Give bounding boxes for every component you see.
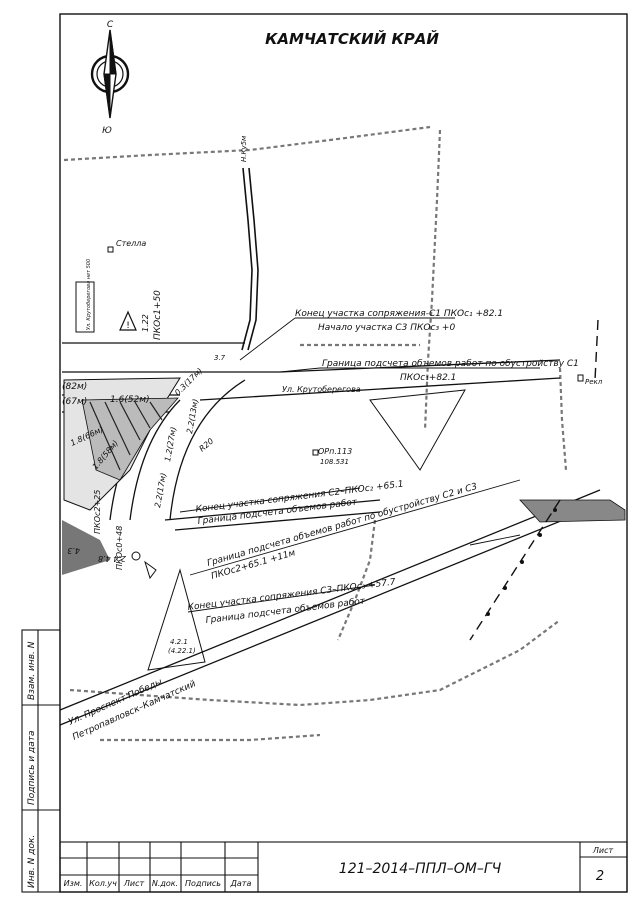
label-pk50: ПКОс1+50	[153, 290, 163, 340]
stela-marker-icon	[107, 246, 114, 253]
svg-text:!: !	[126, 321, 130, 331]
crosswalk-hatch	[62, 377, 626, 575]
tb-code: 121–2014–ППЛ–ОМ–ГЧ	[339, 861, 502, 877]
tb-col-ndok: N.док.	[152, 879, 178, 888]
label-start-c3: Начало участка С3 ПКОс₃ +0	[318, 323, 455, 333]
label-d27: 1.2(27м)	[163, 426, 178, 462]
label-r20: R20	[198, 437, 216, 454]
km-label: Н.Ку5м	[240, 135, 248, 162]
region-title: КАМЧАТСКИЙ КРАЙ	[265, 29, 439, 48]
utility-dots	[486, 508, 557, 616]
label-3-7: 3.7	[214, 354, 226, 362]
utility-line	[469, 319, 599, 641]
tb-sheet-no: 2	[596, 869, 604, 884]
label-pk048: ПКОс0+48	[115, 526, 124, 570]
tb-sheet-label: Лист	[592, 846, 614, 855]
side-inv-dok: Инв. N док.	[27, 835, 37, 888]
label-d17b: 2.2(17м)	[153, 472, 168, 508]
tb-col-koluch: Кол.уч	[89, 879, 117, 888]
label-boundary-c1: Граница подсчета объемов работ по обустр…	[322, 359, 579, 369]
warning-sign-icon: !	[119, 310, 137, 331]
compass-north-label: С	[107, 20, 114, 30]
signpost-icon	[131, 551, 157, 580]
rekl-marker-icon	[577, 374, 584, 382]
label-1-22: 1.22	[141, 314, 150, 332]
label-street-krut: Ул. Крутоберегова	[282, 385, 361, 394]
tb-col-data: Дата	[230, 879, 252, 888]
label-end-c1: Конец участка сопряжения-С1 ПКОс₁ +82.1	[295, 309, 503, 319]
title-block	[59, 841, 628, 893]
street-sign-box	[75, 281, 95, 333]
label-boundary-c1-pk: ПКОс₁+82.1	[400, 373, 456, 383]
label-4-22-1: (4.22.1)	[168, 647, 196, 655]
road-north	[241, 167, 259, 351]
label-rekl: Рекл	[585, 378, 603, 386]
label-d67: (67м)	[62, 397, 87, 407]
label-d52: 1.6(52м)	[110, 395, 150, 405]
tb-col-podpis: Подпись	[185, 879, 221, 888]
side-vzam-inv: Взам. инв. N	[27, 641, 37, 700]
side-stamp	[21, 629, 61, 893]
label-4-2-1: 4.2.1	[170, 638, 188, 646]
orp-marker-icon	[312, 449, 319, 456]
street-sign-text: Ул. Крутоберегова нет 500	[86, 259, 92, 330]
stela-label: Стелла	[116, 239, 146, 248]
dashed-boundaries	[63, 125, 568, 742]
label-4-3: 4.3	[67, 546, 80, 555]
tb-col-izm: Изм.	[64, 879, 83, 888]
label-d82: (82м)	[62, 382, 87, 392]
leader-lines	[179, 317, 540, 613]
label-pk225: ПКОс2+25	[93, 490, 102, 534]
tb-col-list: Лист	[123, 879, 145, 888]
label-248: 2.4 4.8	[98, 554, 126, 563]
label-orp: ОРп.113	[318, 447, 352, 456]
compass-icon	[90, 29, 130, 119]
side-podpis-data: Подпись и дата	[27, 730, 37, 805]
label-orp-val: 108.531	[320, 458, 349, 466]
triangle-areas	[147, 389, 466, 671]
compass-south-label: Ю	[102, 126, 112, 136]
